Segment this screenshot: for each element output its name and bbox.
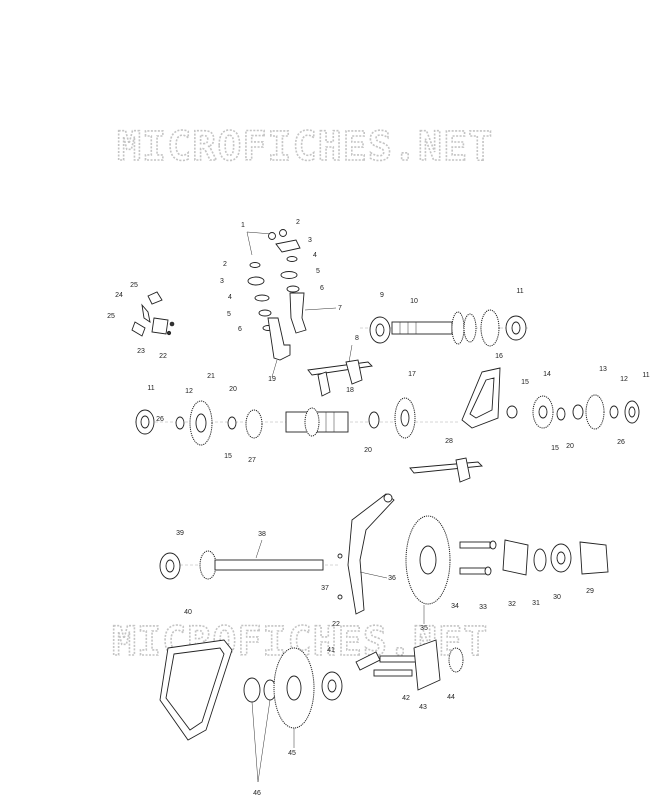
part-callout-27: 27: [248, 457, 256, 464]
part-callout-38: 38: [258, 531, 266, 538]
part-callout-13: 13: [599, 366, 607, 373]
shift-shaft-assembly-left: [246, 231, 291, 378]
part-callout-15: 15: [551, 445, 559, 452]
part-callout-20: 20: [566, 443, 574, 450]
part-callout-11: 11: [516, 288, 523, 295]
shift-rod: [307, 344, 373, 397]
part-callout-11: 11: [642, 372, 649, 379]
part-callout-35: 35: [420, 625, 428, 632]
part-callout-36: 36: [388, 575, 396, 582]
gear-housing-bracket: [337, 493, 395, 615]
part-callout-42: 42: [402, 695, 410, 702]
part-callout-11: 11: [147, 385, 154, 392]
part-callout-14: 14: [543, 371, 551, 378]
watermark-top: MICROFICHES.NET: [117, 124, 493, 170]
part-callout-43: 43: [419, 704, 427, 711]
part-callout-3: 3: [220, 278, 224, 285]
part-callout-2: 2: [296, 219, 300, 226]
main-shaft-row: [135, 397, 460, 446]
part-callout-4: 4: [228, 294, 232, 301]
part-callout-25: 25: [130, 282, 138, 289]
part-callout-21: 21: [207, 373, 215, 380]
part-callout-12: 12: [620, 376, 628, 383]
part-callout-9: 9: [380, 292, 384, 299]
input-shaft-row: [360, 309, 530, 347]
part-callout-5: 5: [227, 311, 231, 318]
part-callout-30: 30: [553, 594, 561, 601]
part-callout-34: 34: [451, 603, 459, 610]
part-callout-1: 1: [241, 222, 245, 229]
part-callout-31: 31: [532, 600, 540, 607]
part-callout-4: 4: [313, 252, 317, 259]
part-callout-28: 28: [445, 438, 453, 445]
part-callout-10: 10: [410, 298, 418, 305]
part-callout-23: 23: [137, 348, 145, 355]
part-callout-20: 20: [229, 386, 237, 393]
part-callout-45: 45: [288, 750, 296, 757]
part-callout-22: 22: [332, 621, 340, 628]
part-callout-12: 12: [185, 388, 193, 395]
part-callout-16: 16: [495, 353, 503, 360]
part-callout-22: 22: [159, 353, 167, 360]
part-callout-6: 6: [320, 285, 324, 292]
hub-fasteners: [459, 539, 609, 576]
part-callout-39: 39: [176, 530, 184, 537]
output-shaft-row: [159, 539, 340, 580]
part-callout-19: 19: [268, 376, 276, 383]
part-callout-46: 46: [253, 790, 261, 797]
part-callout-32: 32: [508, 601, 516, 608]
part-callout-26: 26: [617, 439, 625, 446]
large-driven-gear: [405, 515, 451, 624]
part-callout-24: 24: [115, 292, 123, 299]
part-callout-6: 6: [238, 326, 242, 333]
drive-chain-row: [461, 367, 640, 430]
shift-shaft-assembly-right: [275, 229, 337, 334]
part-callout-37: 37: [321, 585, 329, 592]
part-callout-2: 2: [223, 261, 227, 268]
part-callout-17: 17: [408, 371, 416, 378]
part-callout-5: 5: [316, 268, 320, 275]
part-callout-29: 29: [586, 588, 594, 595]
part-callout-7: 7: [338, 305, 342, 312]
part-callout-20: 20: [364, 447, 372, 454]
part-callout-33: 33: [479, 604, 487, 611]
part-callout-8: 8: [355, 335, 359, 342]
part-callout-18: 18: [346, 387, 354, 394]
part-callout-40: 40: [184, 609, 192, 616]
part-callout-41: 41: [327, 647, 335, 654]
detent-linkage: [131, 291, 175, 337]
part-callout-15: 15: [521, 379, 529, 386]
part-callout-44: 44: [447, 694, 455, 701]
part-callout-3: 3: [308, 237, 312, 244]
part-callout-15: 15: [224, 453, 232, 460]
part-callout-25: 25: [107, 313, 115, 320]
bottom-chain-row: [159, 639, 464, 783]
part-callout-26: 26: [156, 416, 164, 423]
shift-fork-rod: [409, 457, 483, 483]
